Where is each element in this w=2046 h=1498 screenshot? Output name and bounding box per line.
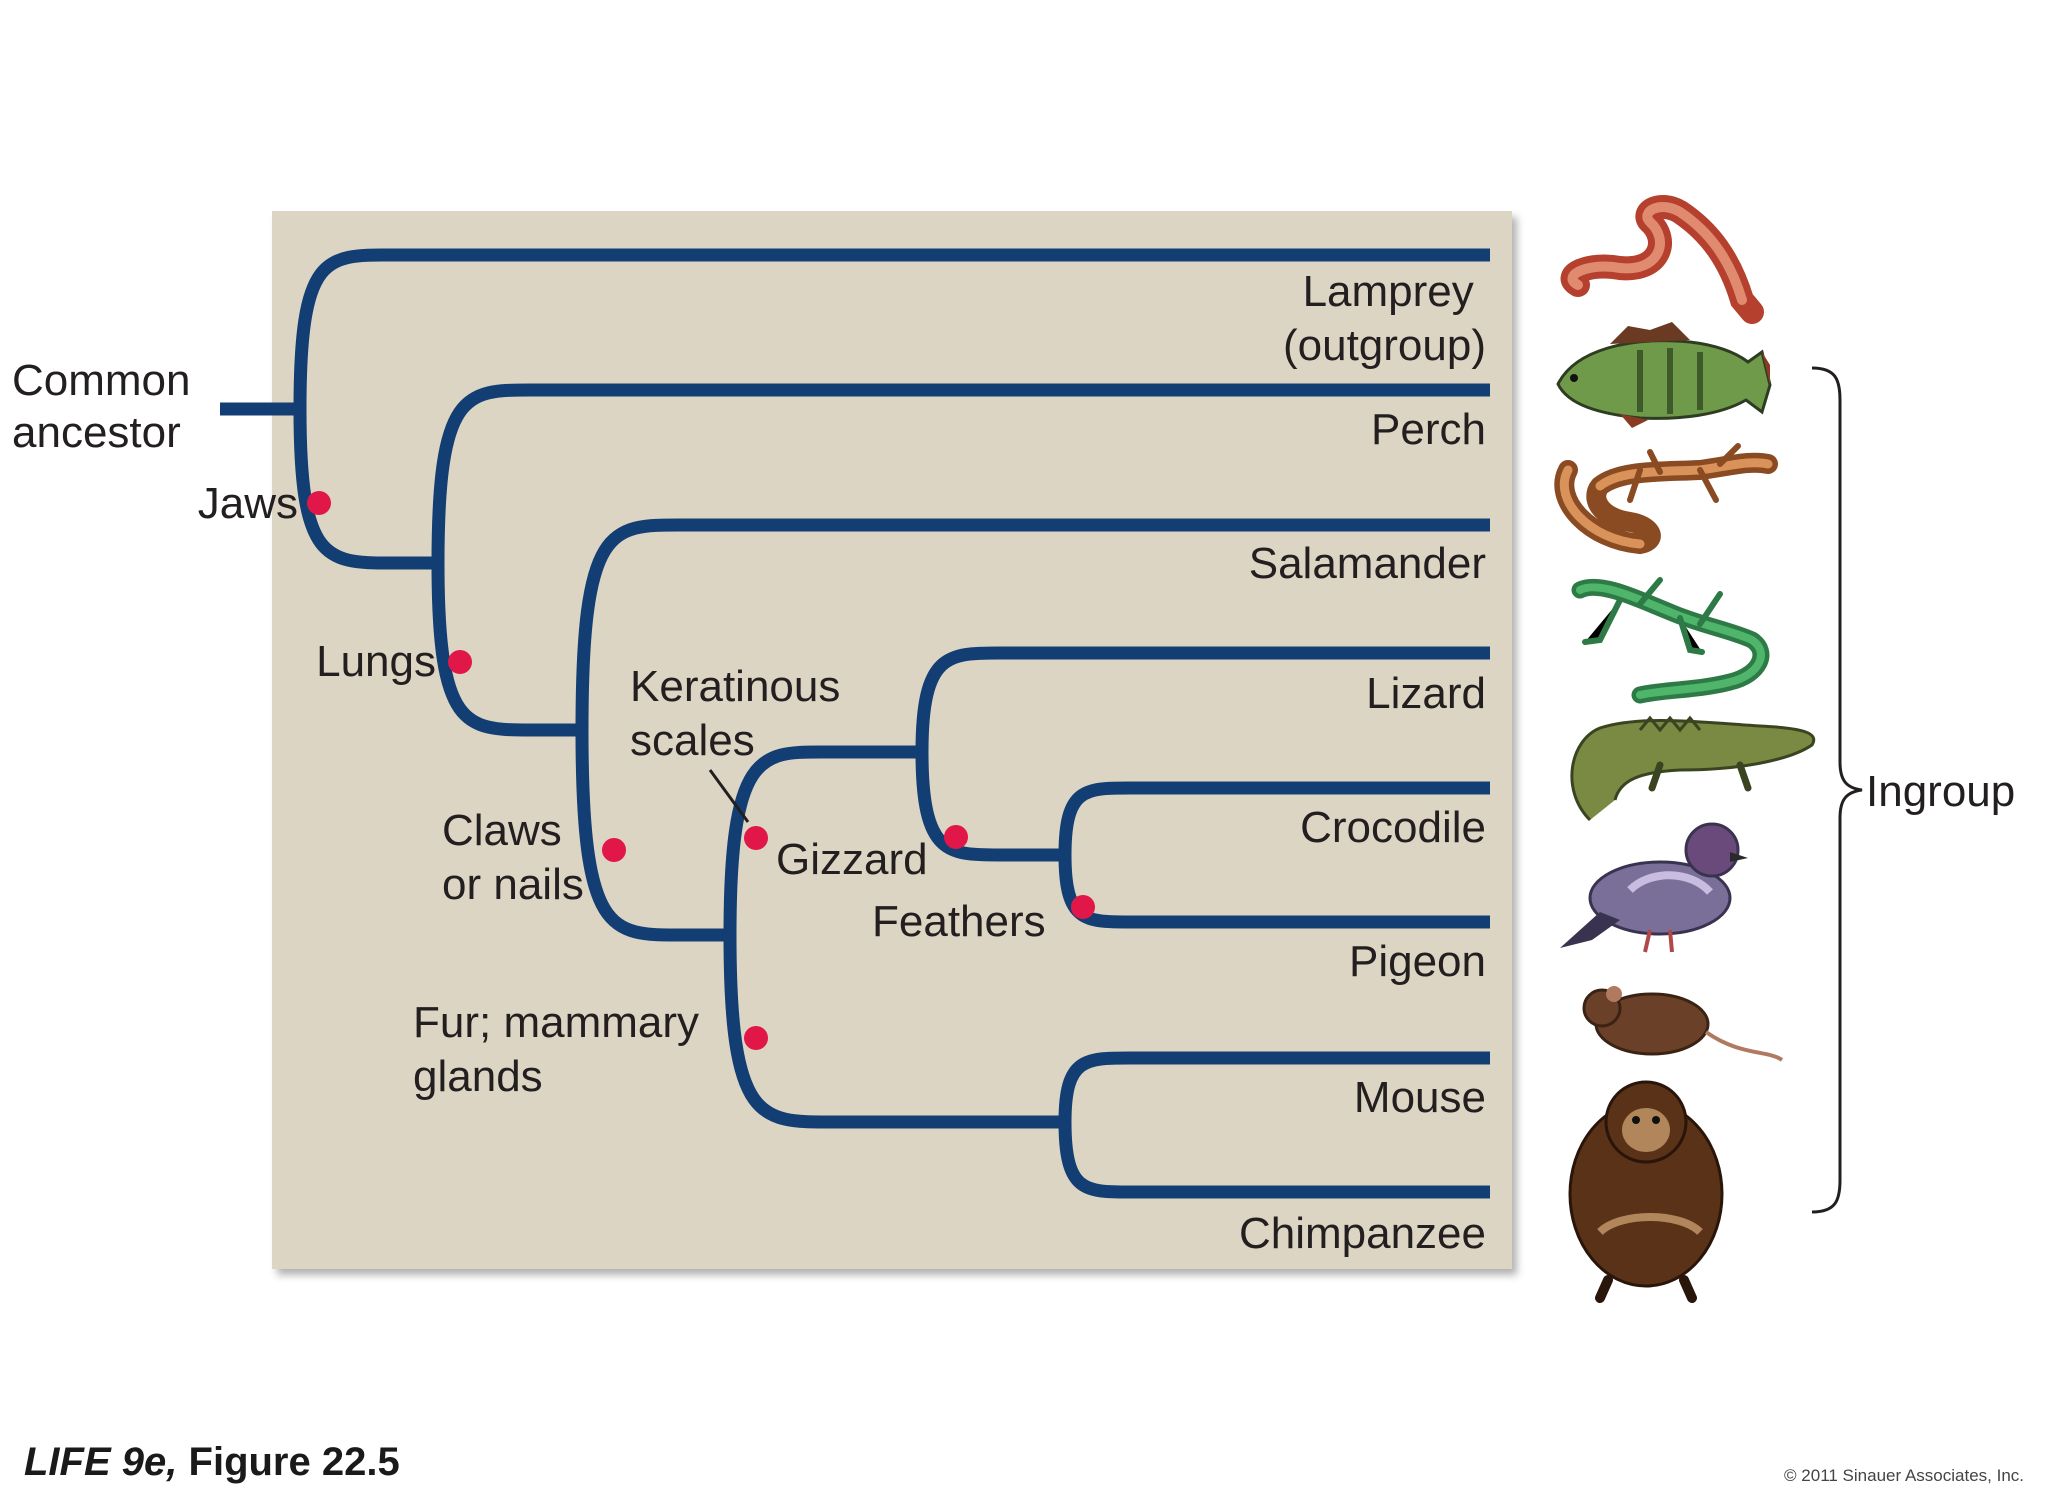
worm-icon [1560, 195, 1764, 324]
branch-lizard [915, 646, 1490, 753]
mouse-icon [1582, 986, 1784, 1062]
taxon-label-crocodile: Crocodile [1300, 803, 1486, 852]
crocodile-icon [1570, 715, 1816, 822]
taxon-label-salamander: Salamander [1249, 539, 1486, 588]
branch-crocodile [1058, 781, 1490, 856]
trait-dot-gizzard [944, 825, 968, 849]
taxon-labels: Lamprey (outgroup) Perch Salamander Liza… [1239, 267, 1486, 1258]
branch-tetrapods [431, 562, 582, 737]
trait-label-lungs: Lungs [316, 637, 436, 686]
trait-label-feathers: Feathers [872, 897, 1046, 946]
taxon-label-chimpanzee: Chimpanzee [1239, 1209, 1486, 1258]
branch-lamprey [293, 248, 1490, 410]
branch-jawed [293, 408, 438, 570]
copyright-notice: © 2011 Sinauer Associates, Inc. [1784, 1466, 2024, 1485]
branch-chimpanzee [1058, 1121, 1490, 1199]
caption-book: LIFE 9e, [24, 1440, 178, 1484]
common-ancestor-label: Common ancestor [12, 356, 203, 457]
trait-label-keratinous: Keratinous scales [630, 662, 853, 765]
pigeon-icon [1560, 822, 1748, 953]
ingroup-brace [1811, 366, 1863, 1214]
tree-branches [220, 248, 1490, 1199]
trait-labels: Jaws Lungs Claws or nails Keratinous sca… [198, 479, 1046, 1101]
branch-archosaurs [915, 751, 1065, 862]
taxon-label-mouse: Mouse [1354, 1073, 1486, 1122]
branch-reptiles [723, 745, 922, 936]
taxon-label-lizard: Lizard [1366, 669, 1486, 718]
trait-dot-keratinous [744, 826, 768, 850]
taxon-label-pigeon: Pigeon [1349, 937, 1486, 986]
trait-label-fur: Fur; mammary glands [413, 998, 711, 1101]
trait-label-jaws: Jaws [198, 479, 298, 528]
trait-label-gizzard: Gizzard [776, 835, 928, 884]
caption-figure: Figure 22.5 [188, 1440, 400, 1484]
trait-label-claws: Claws or nails [442, 806, 584, 909]
keratinous-leader-line [708, 769, 750, 823]
trait-dot-jaws [307, 491, 331, 515]
trait-markers [307, 491, 1095, 1050]
ingroup-label: Ingroup [1866, 767, 2015, 816]
figure-caption: LIFE 9e, Figure 22.5 [24, 1440, 400, 1485]
branch-salamander [575, 518, 1490, 731]
chimpanzee-icon [1568, 1080, 1724, 1303]
branch-perch [431, 383, 1490, 564]
branch-mammals [723, 934, 1065, 1129]
trait-dot-fur [744, 1026, 768, 1050]
branch-amniotes [575, 729, 730, 942]
branch-mouse [1058, 1051, 1490, 1123]
perch-fish-icon [1556, 322, 1772, 428]
salamander-icon [1554, 443, 1778, 555]
lizard-icon [1571, 577, 1770, 704]
trait-dot-claws [602, 838, 626, 862]
taxon-label-lamprey: Lamprey (outgroup) [1283, 267, 1486, 370]
taxon-label-perch: Perch [1371, 405, 1486, 454]
trait-dot-lungs [448, 650, 472, 674]
trait-dot-feathers [1071, 895, 1095, 919]
